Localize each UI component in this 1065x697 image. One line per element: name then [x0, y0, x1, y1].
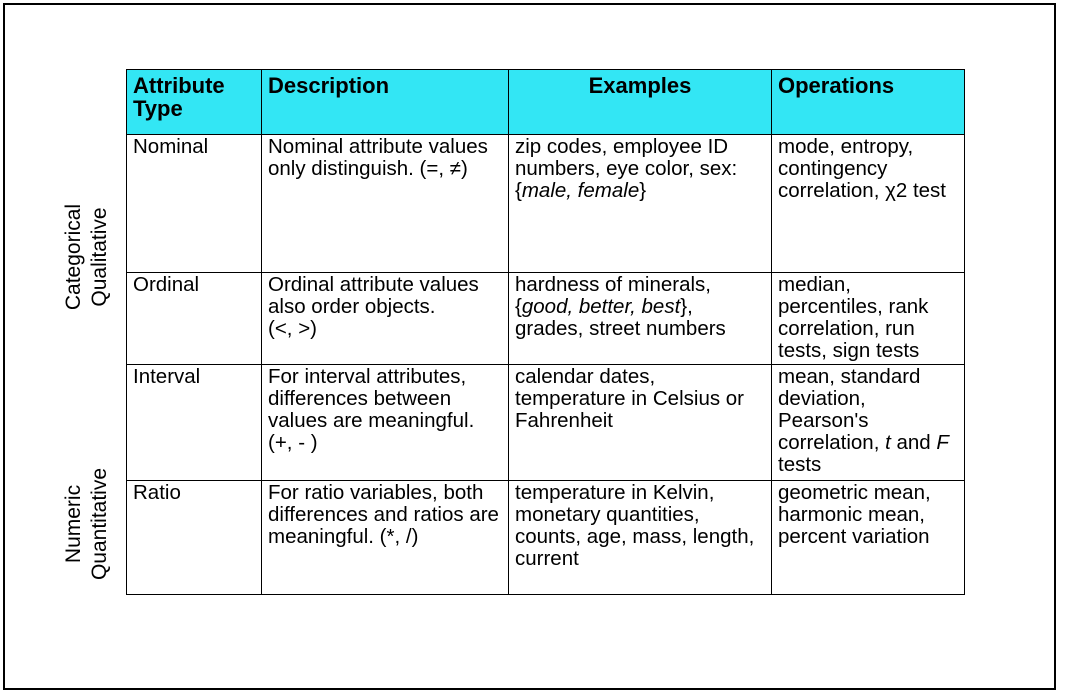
group-label-categorical: Categorical Qualitative	[57, 177, 117, 337]
examples-italic: good, better, best	[521, 295, 681, 318]
cell-operations: median, percentiles, rank correlation, r…	[771, 272, 965, 365]
cell-description: For interval attributes, differences bet…	[261, 364, 509, 481]
attribute-types-table: Attribute Type Description Examples Oper…	[126, 69, 965, 595]
cell-operations: mean, standard deviation, Pearson's corr…	[771, 364, 965, 481]
group-label-categorical-line1: Categorical	[62, 203, 85, 311]
operations-text-mid: and	[890, 431, 937, 454]
group-label-categorical-line2: Qualitative	[88, 207, 111, 307]
cell-type: Ratio	[126, 480, 262, 595]
cell-operations: mode, entropy, contingency correlation, …	[771, 134, 965, 273]
operations-text-end: tests	[778, 453, 822, 476]
examples-text: hardness of minerals, {	[515, 273, 711, 318]
cell-examples: temperature in Kelvin, monetary quantiti…	[508, 480, 772, 595]
cell-examples: hardness of minerals, {good, better, bes…	[508, 272, 772, 365]
operations-italic-t: t	[885, 431, 891, 454]
header-operations: Operations	[771, 69, 965, 135]
header-description: Description	[261, 69, 509, 135]
table-row-interval: Interval For interval attributes, differ…	[126, 364, 965, 481]
header-attribute-type: Attribute Type	[126, 69, 262, 135]
operations-text: mean, standard deviation, Pearson's corr…	[778, 365, 921, 454]
group-label-numeric: Numeric Quantitative	[57, 444, 117, 604]
group-label-numeric-line2: Quantitative	[88, 467, 111, 581]
examples-italic: male, female	[521, 179, 640, 202]
cell-description: Ordinal attribute values also order obje…	[261, 272, 509, 365]
cell-type: Ordinal	[126, 272, 262, 365]
cell-description: Nominal attribute values only distinguis…	[261, 134, 509, 273]
cell-operations: geometric mean, harmonic mean, percent v…	[771, 480, 965, 595]
examples-text-end: }	[639, 179, 647, 202]
slide: Categorical Qualitative Numeric Quantita…	[3, 3, 1056, 690]
operations-italic-f: F	[936, 431, 949, 454]
table-row-ratio: Ratio For ratio variables, both differen…	[126, 480, 965, 595]
table-row-nominal: Nominal Nominal attribute values only di…	[126, 134, 965, 273]
header-examples: Examples	[508, 69, 772, 135]
cell-description: For ratio variables, both differences an…	[261, 480, 509, 595]
cell-examples: calendar dates, temperature in Celsius o…	[508, 364, 772, 481]
table-row-ordinal: Ordinal Ordinal attribute values also or…	[126, 272, 965, 365]
cell-examples: zip codes, employee ID numbers, eye colo…	[508, 134, 772, 273]
examples-text: zip codes, employee ID numbers, eye colo…	[515, 135, 738, 202]
cell-type: Nominal	[126, 134, 262, 273]
examples-text-end: }, grades, street numbers	[515, 295, 726, 340]
attribute-types-table-wrap: Attribute Type Description Examples Oper…	[126, 69, 965, 595]
group-label-numeric-line1: Numeric	[62, 484, 85, 564]
table-header-row: Attribute Type Description Examples Oper…	[126, 69, 965, 135]
cell-type: Interval	[126, 364, 262, 481]
